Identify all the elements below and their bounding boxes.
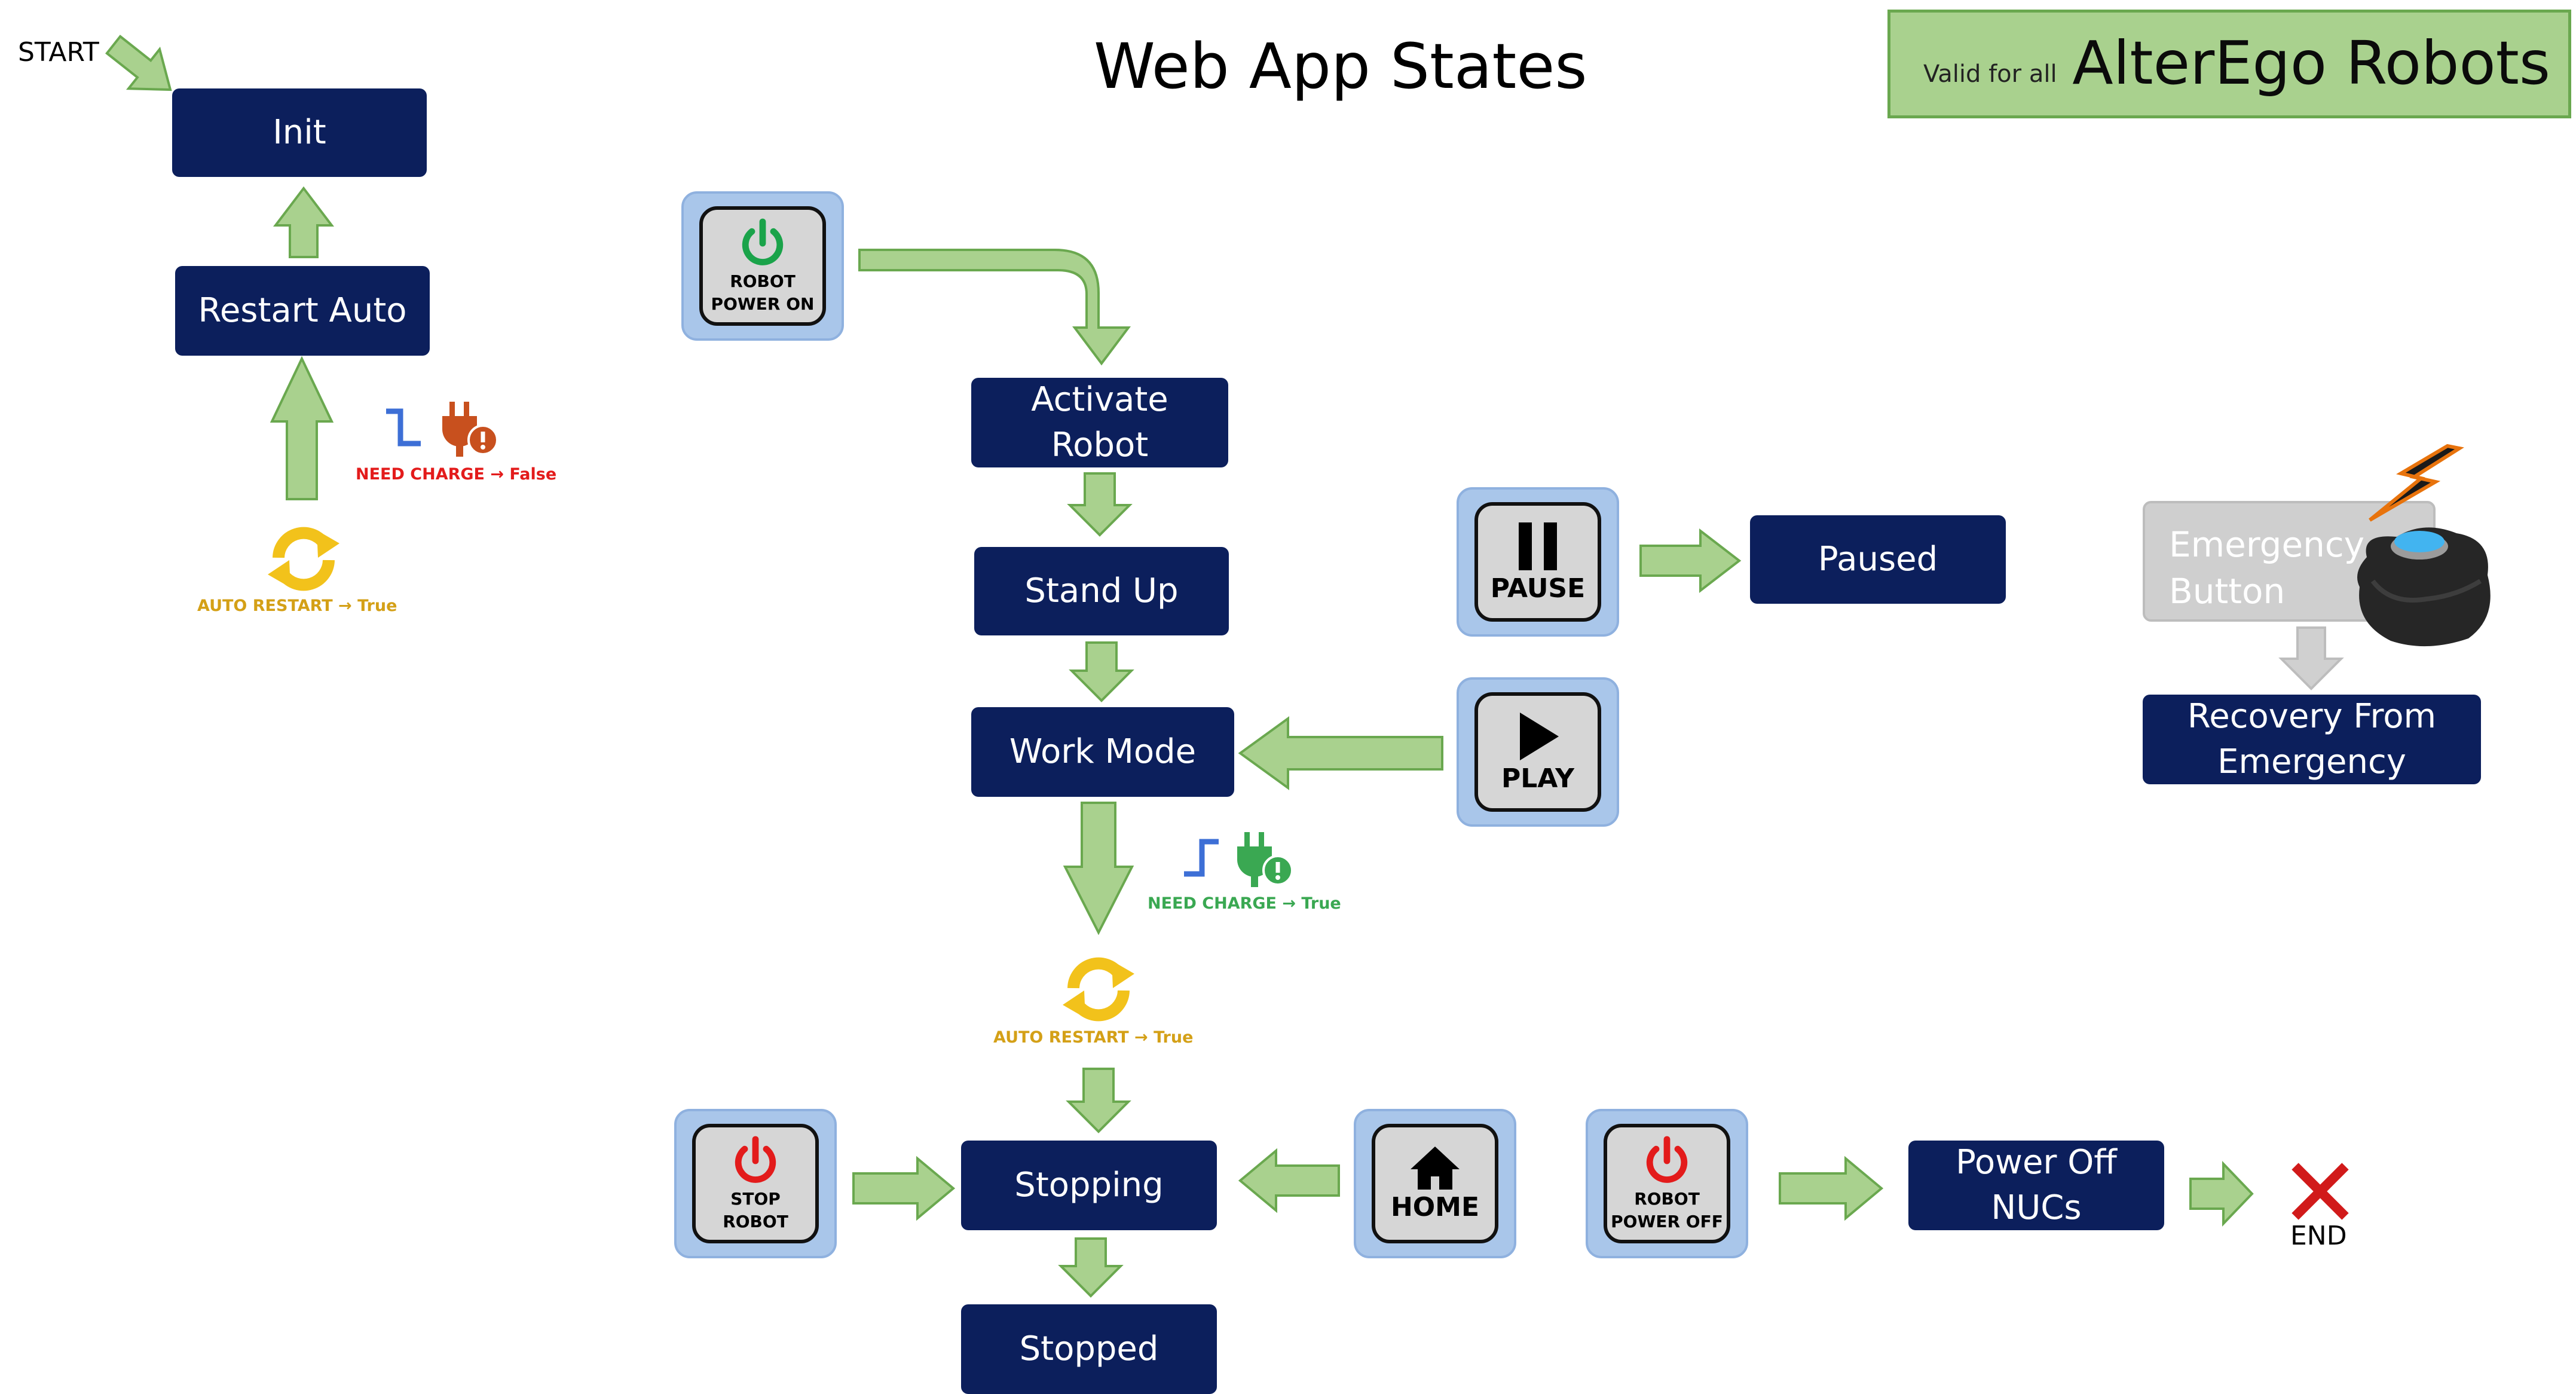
- arrow-stopping-to-stopped: [1058, 1237, 1124, 1298]
- home-label: HOME: [1390, 1192, 1480, 1222]
- refresh-icon: [268, 527, 339, 591]
- robot-power-on-label: ROBOT POWER ON: [711, 271, 815, 314]
- arrow-need-charge-to-restart-auto: [270, 356, 334, 500]
- arrow-stop-robot-to-stopping: [852, 1155, 956, 1221]
- robot-power-off-button[interactable]: ROBOT POWER OFF: [1586, 1109, 1748, 1258]
- pause-button[interactable]: PAUSE: [1457, 487, 1619, 637]
- play-label: PLAY: [1501, 763, 1574, 794]
- arrow-restart-auto-to-init: [273, 186, 335, 258]
- arrow-emergency-to-recovery: [2278, 626, 2344, 690]
- refresh-icon: [1063, 957, 1134, 1022]
- arrow-pause-to-paused: [1639, 528, 1742, 594]
- charge-step-icon: [1184, 839, 1219, 877]
- state-stand-up: Stand Up: [974, 547, 1229, 635]
- state-recovery-from-emergency: Recovery From Emergency: [2143, 695, 2481, 784]
- validity-banner: Valid for all AlterEgo Robots: [1887, 10, 2571, 118]
- state-stopping: Stopping: [961, 1141, 1217, 1230]
- arrow-work-mode-to-auto-restart: [1063, 802, 1134, 936]
- home-button[interactable]: HOME: [1354, 1109, 1516, 1258]
- auto-restart-top-label: AUTO RESTART → True: [197, 597, 397, 615]
- power-icon: [742, 218, 784, 265]
- play-icon: [1520, 713, 1559, 760]
- robot-power-on-button[interactable]: ROBOT POWER ON: [681, 191, 844, 341]
- arrow-start-to-init: [105, 35, 172, 91]
- banner-big-text: AlterEgo Robots: [2072, 28, 2550, 98]
- state-power-off-nucs: Power Off NUCs: [1908, 1141, 2164, 1230]
- power-icon: [735, 1136, 776, 1183]
- end-x-icon: [2292, 1163, 2349, 1220]
- arrow-auto-restart-to-stopping: [1066, 1068, 1131, 1133]
- charge-step-icon: [386, 408, 421, 447]
- state-paused: Paused: [1750, 515, 2006, 604]
- pause-icon: [1519, 522, 1557, 570]
- arrow-power-on-to-activate-robot: [858, 249, 1131, 366]
- need-charge-false-label: NEED CHARGE → False: [356, 465, 557, 484]
- emergency-button-label: Emergency Button: [2169, 524, 2365, 612]
- state-activate-robot: Activate Robot: [971, 378, 1228, 467]
- arrow-activate-to-stand-up: [1067, 472, 1133, 537]
- start-label: START: [18, 37, 99, 68]
- lightning-icon: [2369, 444, 2464, 522]
- plug-warning-icon: [442, 402, 498, 457]
- plug-ok-icon: [1237, 832, 1293, 887]
- power-icon: [1646, 1136, 1688, 1183]
- robot-power-off-label: ROBOT POWER OFF: [1611, 1189, 1723, 1231]
- pause-label: PAUSE: [1490, 573, 1586, 604]
- stop-robot-button[interactable]: STOP ROBOT: [674, 1109, 837, 1258]
- need-charge-true-label: NEED CHARGE → True: [1148, 894, 1341, 913]
- end-label: END: [2290, 1221, 2347, 1251]
- state-init: Init: [172, 88, 427, 177]
- arrow-stand-up-to-work-mode: [1069, 641, 1134, 702]
- arrow-play-to-work-mode: [1238, 716, 1443, 790]
- state-restart-auto: Restart Auto: [175, 266, 430, 356]
- home-icon: [1411, 1147, 1460, 1190]
- play-button[interactable]: PLAY: [1457, 677, 1619, 827]
- banner-small-text: Valid for all: [1923, 60, 2057, 88]
- arrow-home-to-stopping: [1238, 1148, 1340, 1213]
- state-stopped: Stopped: [961, 1304, 1217, 1394]
- page-title: Web App States: [1094, 30, 1587, 103]
- state-work-mode: Work Mode: [971, 707, 1234, 797]
- emergency-stop-icon: [2357, 527, 2491, 647]
- arrow-nucs-to-end: [2189, 1161, 2254, 1227]
- arrow-power-off-to-nucs: [1779, 1155, 1884, 1221]
- auto-restart-mid-label: AUTO RESTART → True: [993, 1028, 1194, 1047]
- stop-robot-label: STOP ROBOT: [723, 1189, 788, 1231]
